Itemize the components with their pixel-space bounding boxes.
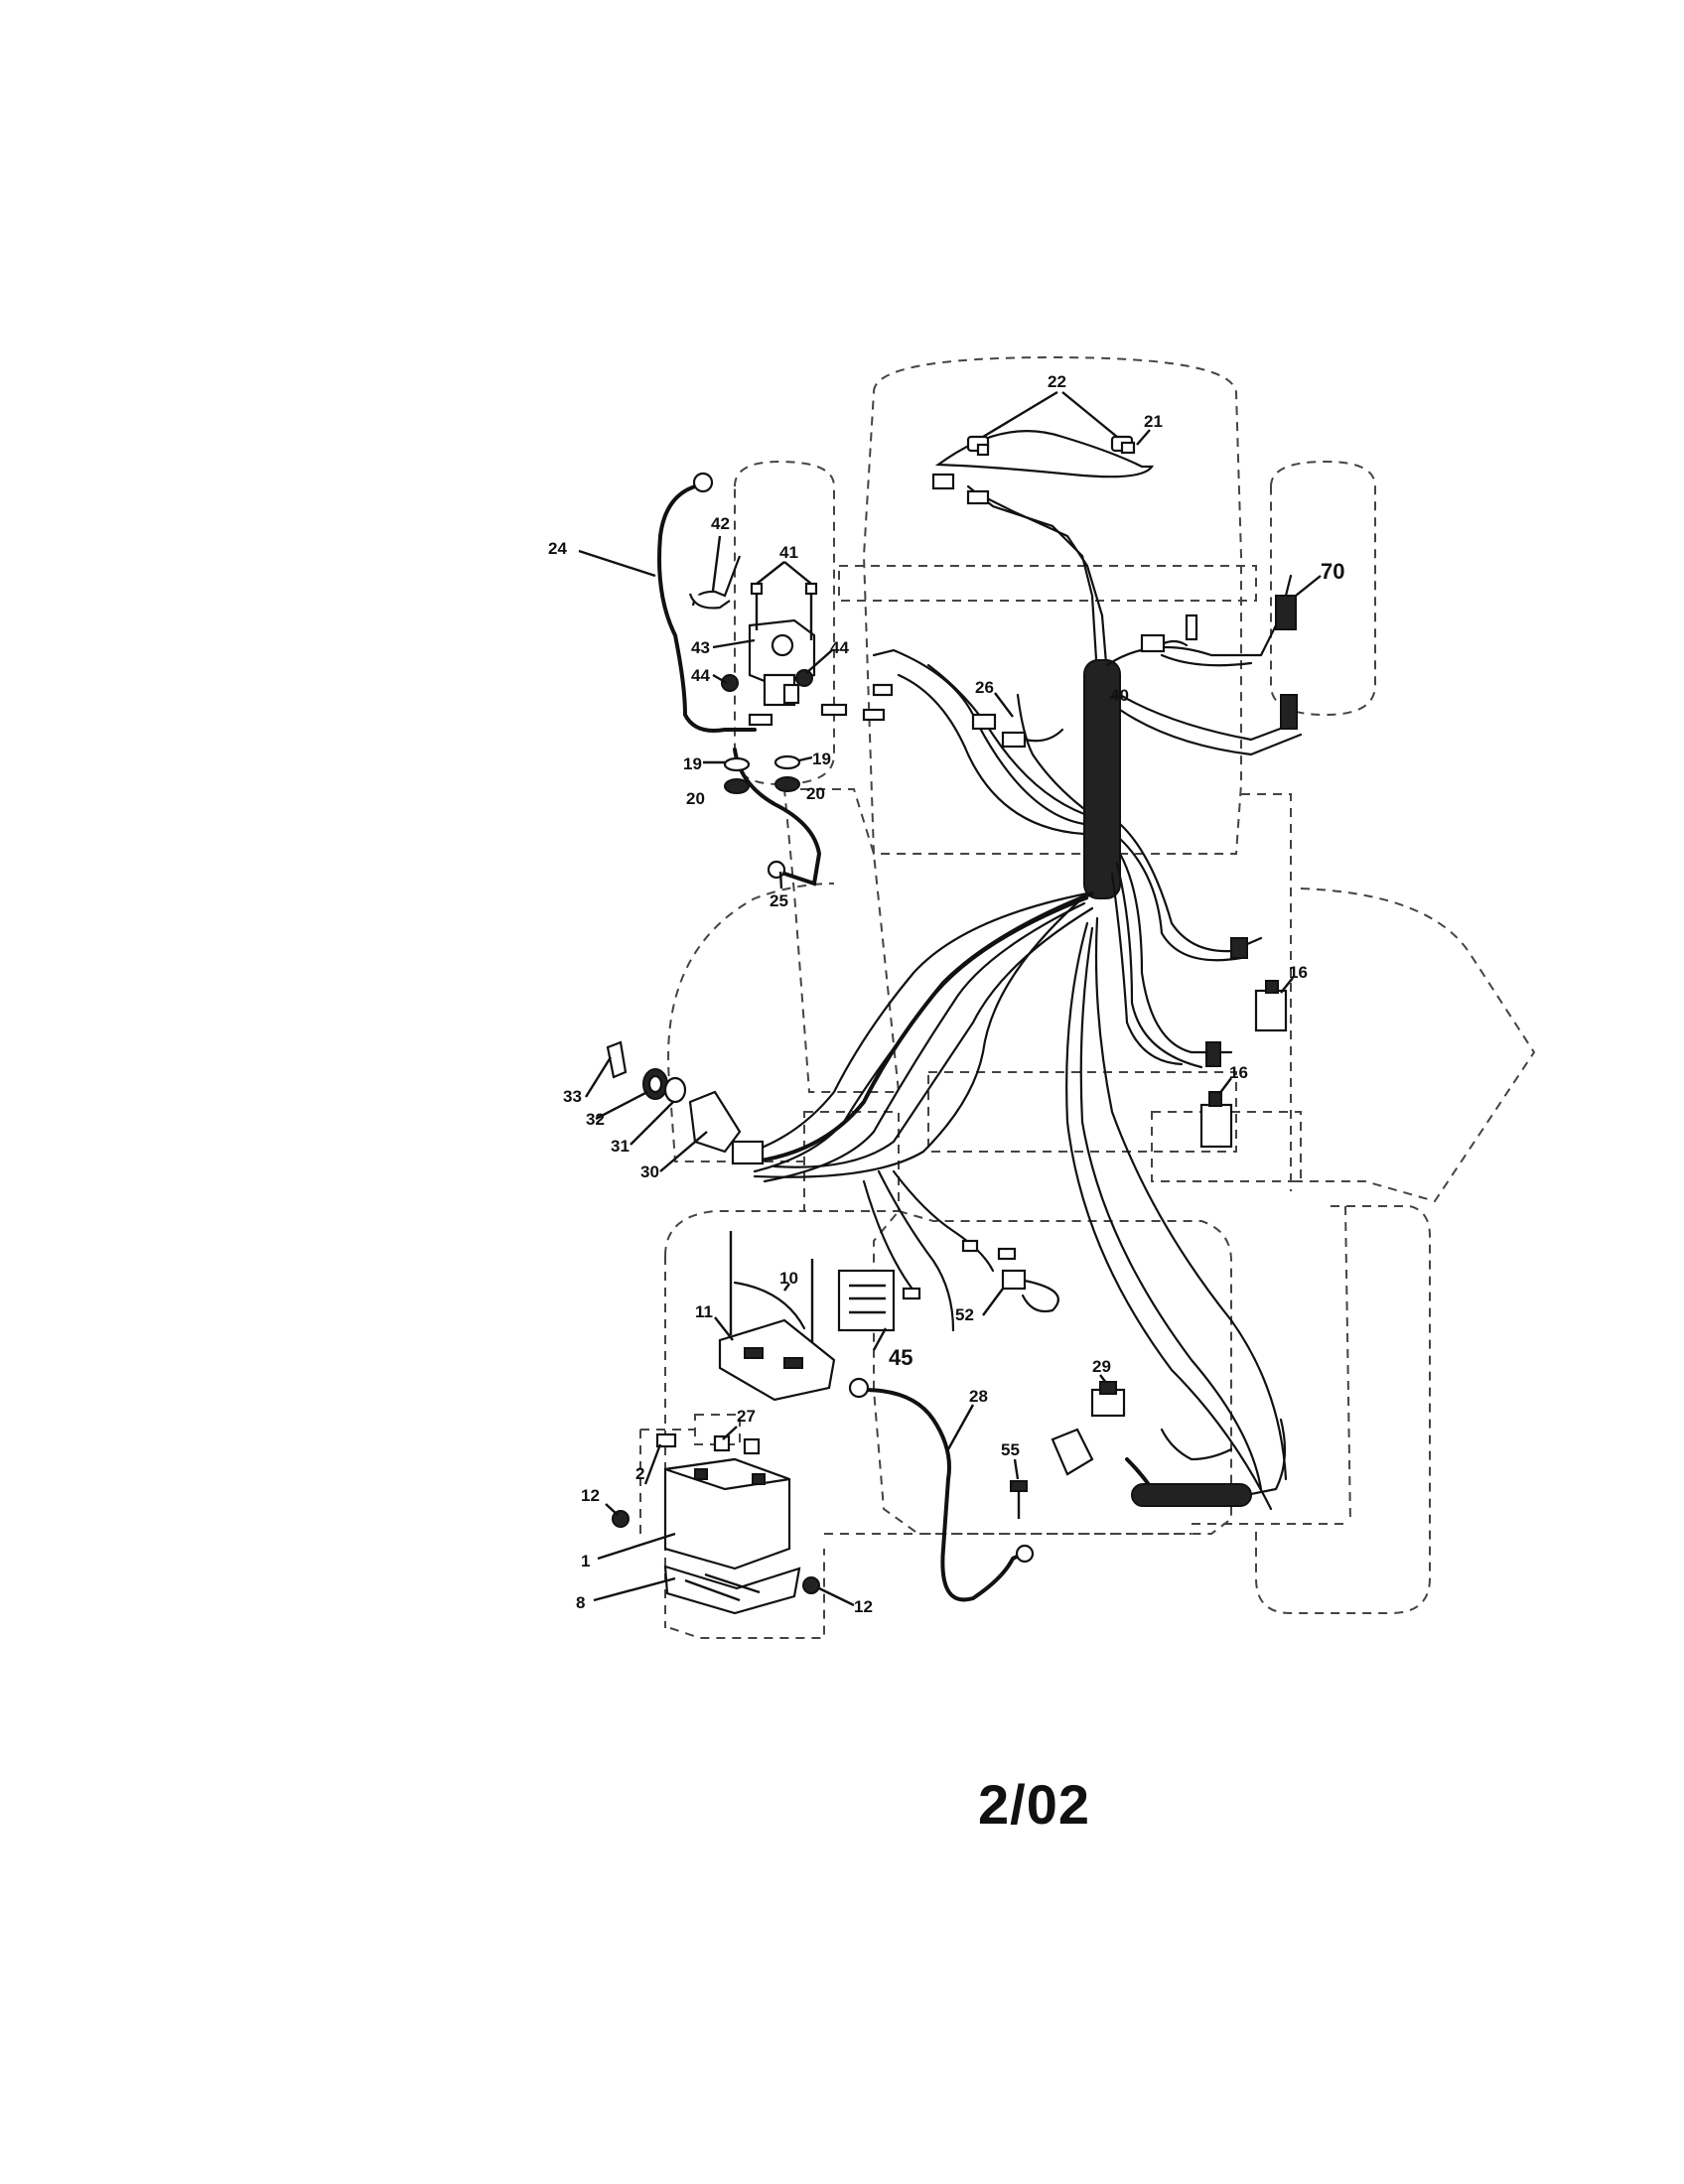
washers-right: [773, 754, 801, 792]
rear-coil: [1125, 1418, 1287, 1507]
callout-28: 28: [969, 1387, 988, 1406]
callout-22: 22: [1048, 372, 1066, 391]
callout-41: 41: [779, 543, 798, 562]
callout-2: 2: [635, 1464, 644, 1483]
callout-55: 55: [1001, 1440, 1020, 1459]
harness-wrap-coil: [1083, 659, 1121, 899]
headlight-left: [966, 435, 990, 457]
hold-down-bracket: [718, 1318, 836, 1402]
fuse: [1001, 1269, 1059, 1313]
callout-21: 21: [1144, 412, 1163, 431]
callout-29: 29: [1092, 1357, 1111, 1376]
callout-25: 25: [770, 891, 788, 910]
ignition-switch: [606, 1040, 765, 1165]
callout-12-right: 12: [854, 1597, 873, 1616]
switch-16-lower: [1199, 1041, 1233, 1149]
terminal-studs: [748, 683, 894, 727]
callout-31: 31: [611, 1137, 630, 1156]
callout-44-right: 44: [830, 638, 849, 657]
screw: [1010, 1480, 1028, 1519]
callout-40: 40: [1110, 686, 1129, 705]
connector-70: [1140, 595, 1298, 730]
callout-26: 26: [975, 678, 994, 697]
headlight-right: [1110, 435, 1136, 455]
callout-32: 32: [586, 1110, 605, 1129]
callout-30: 30: [640, 1162, 659, 1181]
callout-44-left: 44: [691, 666, 710, 685]
callout-43: 43: [691, 638, 710, 657]
callout-52: 52: [955, 1305, 974, 1324]
callout-45: 45: [889, 1345, 912, 1370]
seat-switch: [1090, 1381, 1126, 1418]
electronic-module: [837, 1269, 896, 1332]
callout-8: 8: [576, 1593, 585, 1612]
headlight-connector: [931, 473, 990, 505]
callout-27: 27: [737, 1407, 756, 1426]
connector-26: [971, 713, 1064, 749]
seat-connector: [1051, 1428, 1094, 1476]
callout-42: 42: [711, 514, 730, 533]
small-terminals: [902, 1239, 1017, 1300]
washers-left: [723, 756, 751, 794]
leader-lines: [578, 390, 1322, 1607]
battery: [663, 1457, 791, 1570]
callout-70: 70: [1321, 559, 1344, 584]
date-code: 2/02: [978, 1773, 1090, 1836]
callout-10: 10: [779, 1269, 798, 1288]
callout-11: 11: [695, 1302, 713, 1321]
switch-16-upper: [1230, 937, 1288, 1032]
callout-12-left: 12: [581, 1486, 600, 1505]
callout-19-right: 19: [812, 750, 831, 768]
starter-solenoid: [688, 555, 818, 707]
callout-24: 24: [548, 539, 567, 558]
battery-cables: [657, 472, 1035, 1602]
callout-19-left: 19: [683, 754, 702, 773]
callout-20-left: 20: [686, 789, 705, 808]
tractor-outline: [639, 355, 1536, 1639]
callout-20-right: 20: [806, 784, 825, 803]
callout-16-lower: 16: [1229, 1063, 1248, 1082]
battery-tray: [663, 1565, 801, 1615]
callout-16-upper: 16: [1289, 963, 1308, 982]
battery-bolts: [655, 1433, 761, 1455]
callout-1: 1: [581, 1552, 590, 1570]
callout-33: 33: [563, 1087, 582, 1106]
callout-labels: 22 21 24 42 41 43 44 44 19 19 20 20 26 4…: [548, 372, 1344, 1616]
